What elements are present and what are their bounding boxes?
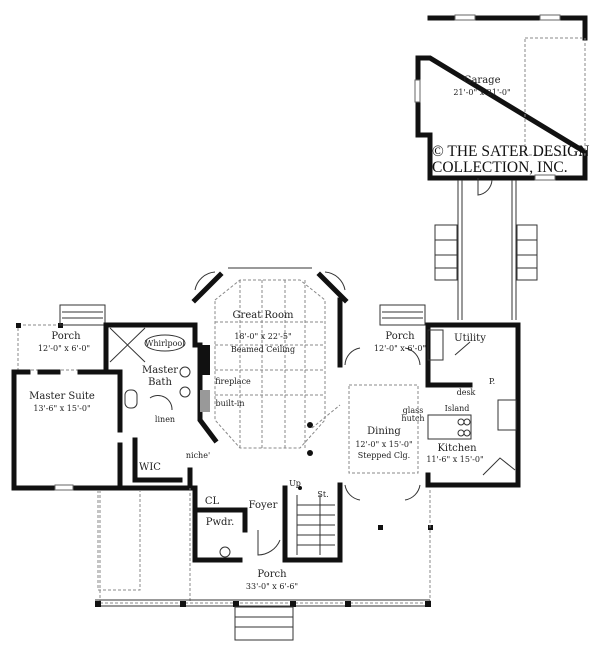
master-suite-label: Master Suite	[29, 391, 95, 402]
garage-dims: 21'-0" x 21'-0"	[453, 88, 510, 97]
porch-right-label: Porch	[385, 331, 415, 342]
great-room	[191, 267, 349, 456]
dining-note: Stepped Clg.	[358, 451, 410, 460]
linen-label: linen	[155, 415, 175, 424]
foyer-area	[192, 482, 343, 563]
porch-left-label: Porch	[51, 331, 81, 342]
garage	[414, 14, 588, 196]
kitchen-dims: 11'-6" x 15'-0"	[426, 455, 483, 464]
dining-label: Dining	[367, 426, 401, 437]
porch-front-label: Porch	[257, 569, 287, 580]
desk-label: desk	[457, 388, 476, 397]
glass-hutch-label-2: hutch	[401, 414, 424, 423]
glass-hutch-label-1: glass	[403, 406, 424, 415]
master-bath-label-1: Master	[142, 365, 178, 376]
fireplace-label: fireplace	[215, 377, 251, 386]
great-room-label: Great Room	[233, 310, 294, 321]
wic-label: WIC	[139, 462, 161, 473]
stairs-up-label: Up	[289, 479, 301, 488]
porch-right-dims: 12'-0" x 6'-0"	[374, 344, 426, 353]
master-wing-walls	[11, 322, 198, 491]
dining-dims: 12'-0" x 15'-0"	[355, 440, 412, 449]
copyright-line-2: COLLECTION, INC.	[432, 159, 568, 176]
powder-room-label: Pwdr.	[206, 517, 235, 528]
porch-front-dims: 33'-0" x 6'-6"	[246, 582, 298, 591]
porch-left-dims: 12'-0" x 6'-0"	[38, 344, 90, 353]
built-in-label: built-in	[215, 399, 244, 408]
storage-label: St.	[317, 490, 328, 499]
east-wing	[337, 304, 521, 530]
great-room-dims: 18'-0" x 22'-5"	[234, 332, 291, 341]
kitchen-label: Kitchen	[437, 443, 477, 454]
great-room-note: Beamed Ceiling	[231, 345, 295, 354]
island-label: Island	[445, 404, 470, 413]
utility-label: Utility	[454, 333, 486, 344]
master-bath-label-2: Bath	[148, 377, 172, 388]
front-porch	[95, 488, 431, 641]
master-suite-dims: 13'-6" x 15'-0"	[33, 404, 90, 413]
pantry-label: P.	[489, 377, 495, 386]
copyright-line-1: © THE SATER DESIGN	[432, 143, 589, 160]
garage-label: Garage	[463, 75, 500, 86]
whirlpool-label: Whirlpool	[145, 339, 185, 348]
foyer-label: Foyer	[249, 500, 278, 511]
niche-label: niche'	[186, 451, 210, 460]
breezeway	[434, 180, 538, 320]
closet-label: CL	[205, 496, 220, 507]
